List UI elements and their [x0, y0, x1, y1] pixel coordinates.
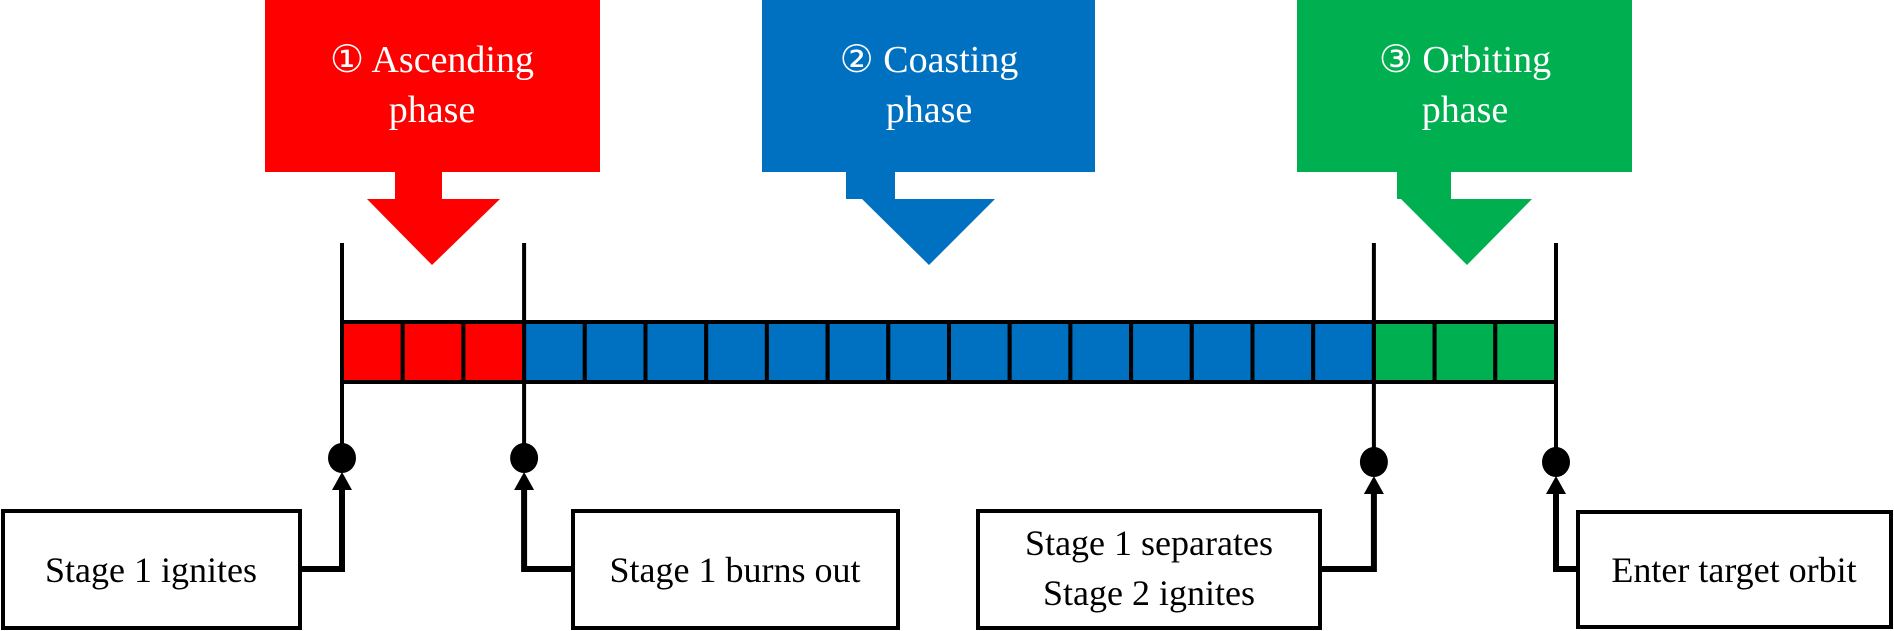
marker-dot-icon	[1542, 447, 1570, 477]
timeline-cell-coasting	[1129, 320, 1194, 384]
timeline-cell-orbiting	[1432, 320, 1498, 384]
timeline-cell-coasting	[1189, 320, 1255, 384]
timeline-cell-ascending	[461, 320, 527, 384]
marker-dot-icon	[510, 443, 539, 473]
event-markers	[300, 243, 1578, 572]
event-label-line2: Stage 2 ignites	[1043, 573, 1255, 613]
ascending-phase-label-line2: phase	[389, 89, 476, 131]
orbiting-phase-arrow-shape	[1297, 0, 1632, 265]
timeline-cell-coasting	[825, 320, 891, 384]
event-box-frame	[976, 509, 1322, 630]
arrow-up-icon	[1363, 476, 1384, 494]
arrow-up-icon	[332, 472, 352, 490]
event-box-frame	[1, 509, 302, 630]
timeline-cell-coasting	[643, 320, 709, 384]
timeline-cell-orbiting	[1371, 320, 1437, 384]
timeline-cell-coasting	[1007, 320, 1073, 384]
coasting-phase-label-line2: phase	[886, 89, 973, 131]
event-connector-line	[1320, 492, 1377, 572]
timeline-cell-coasting	[764, 320, 830, 384]
event-label: Stage 1 ignites	[45, 550, 257, 590]
event-label-line1: Stage 1 separates	[1025, 523, 1273, 563]
timeline-cell-coasting	[886, 320, 951, 384]
orbiting-phase-label-line2: phase	[1422, 89, 1509, 131]
phase-callout-coasting: ② Coasting phase	[762, 0, 1095, 265]
timeline-cell-ascending	[400, 320, 466, 384]
timeline-cell-ascending	[340, 320, 405, 384]
arrow-up-icon	[514, 472, 535, 490]
marker-dot-icon	[1359, 447, 1388, 477]
event-connector-line	[521, 488, 573, 572]
event-box-stage1-burns-out: Stage 1 burns out	[571, 509, 900, 630]
event-label: Enter target orbit	[1611, 550, 1856, 590]
coasting-phase-arrow-shape	[762, 0, 1095, 265]
ascending-phase-arrow-shape	[265, 0, 600, 265]
event-box-frame	[1576, 510, 1893, 629]
event-box-stage1-separates-stage2-ignites: Stage 1 separates Stage 2 ignites	[976, 509, 1322, 630]
timeline-cell-orbiting	[1493, 320, 1559, 384]
timeline-bar	[340, 320, 1559, 384]
timeline-cell-coasting	[522, 320, 587, 384]
arrow-up-icon	[1546, 476, 1566, 494]
event-label: Stage 1 burns out	[610, 550, 861, 590]
marker-dot-icon	[328, 443, 356, 473]
orbiting-phase-label-line1: ③ Orbiting	[1379, 39, 1551, 81]
event-box-enter-target-orbit: Enter target orbit	[1576, 510, 1893, 629]
timeline-cell-coasting	[1250, 320, 1316, 384]
phase-callout-ascending: ① Ascending phase	[265, 0, 600, 265]
ascending-phase-label-line1: ① Ascending	[330, 39, 534, 81]
phase-callout-orbiting: ③ Orbiting phase	[1297, 0, 1632, 265]
timeline-cell-coasting	[582, 320, 648, 384]
timeline-cell-coasting	[1311, 320, 1376, 384]
timeline-cell-coasting	[1068, 320, 1134, 384]
event-connector-line	[1553, 492, 1578, 572]
event-box-stage1-ignites: Stage 1 ignites	[1, 509, 302, 630]
event-connector-line	[300, 488, 345, 572]
coasting-phase-label-line1: ② Coasting	[840, 39, 1019, 81]
timeline-cell-coasting	[947, 320, 1012, 384]
timeline-cell-coasting	[704, 320, 769, 384]
event-box-frame	[571, 509, 900, 630]
